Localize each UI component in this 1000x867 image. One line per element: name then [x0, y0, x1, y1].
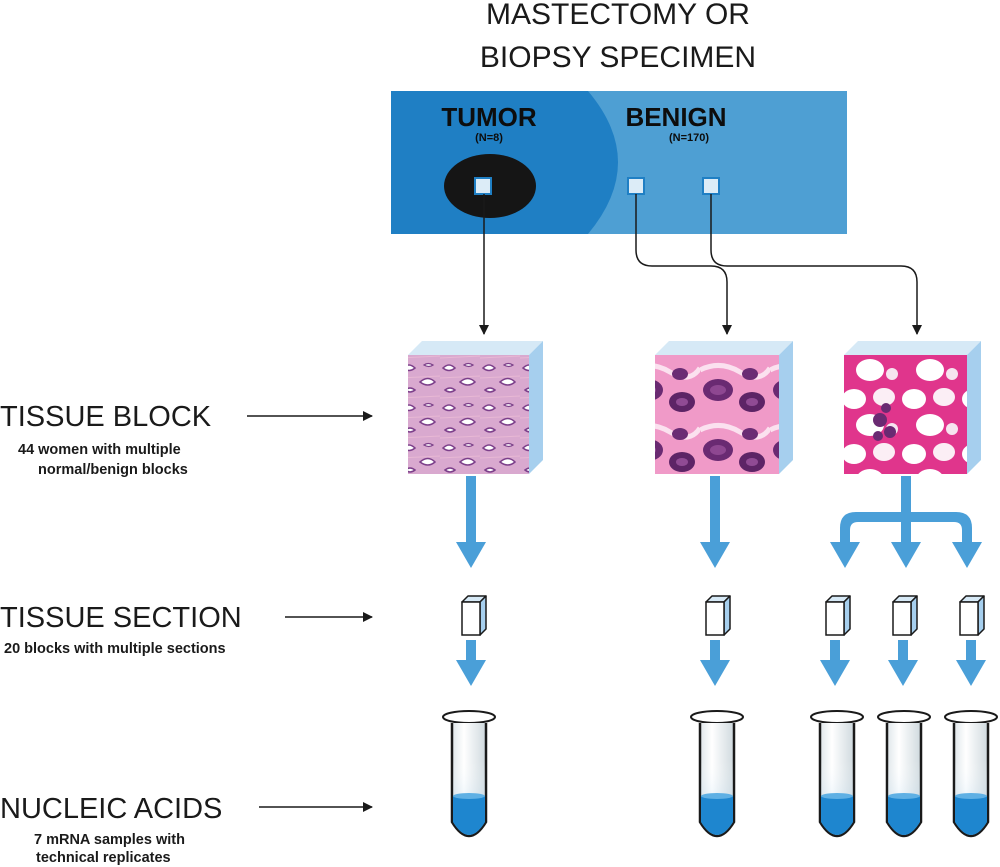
tumor-sample-square	[474, 177, 492, 195]
specimen-title-line2: BIOPSY SPECIMEN	[480, 41, 756, 74]
nucleic-acid-tube-benign-2c	[944, 710, 998, 838]
stage-note-nucleic-acids-2: technical replicates	[36, 850, 171, 866]
stage-note-nucleic-acids-1: 7 mRNA samples with	[34, 832, 185, 848]
tissue-section-benign-1	[705, 595, 731, 636]
flow-arrow-benign2a-section	[820, 640, 850, 686]
benign-group-label: BENIGN	[625, 102, 726, 132]
nucleic-acid-tube-benign-2a	[810, 710, 864, 838]
benign-sample-square-2	[702, 177, 720, 195]
stage-label-nucleic-acids: NUCLEIC ACIDS	[0, 793, 222, 825]
tissue-section-benign-2c	[959, 595, 985, 636]
stage-note-tissue-section: 20 blocks with multiple sections	[4, 641, 226, 657]
tumor-group-count: (N=8)	[475, 132, 503, 144]
tissue-block-benign-1	[655, 341, 793, 474]
nucleic-acid-tube-benign-2b	[877, 710, 931, 838]
flow-arrow-benign1-section	[700, 640, 730, 686]
flow-arrow-benign2-split	[830, 476, 982, 568]
flow-arrow-tumor-section	[456, 640, 486, 686]
flow-arrow-benign2c-section	[956, 640, 986, 686]
flow-arrow-tumor-block	[456, 476, 486, 568]
benign-block1-connector	[635, 194, 732, 335]
stage-label-tissue-section: TISSUE SECTION	[0, 602, 242, 634]
nucleic-acid-tube-tumor	[442, 710, 496, 838]
stage-note-tissue-block-1: 44 women with multiple	[18, 442, 181, 458]
tissue-section-tumor	[461, 595, 487, 636]
benign-block2-connector	[710, 194, 922, 335]
stage-label-tissue-block: TISSUE BLOCK	[0, 401, 212, 433]
tumor-group-label: TUMOR	[441, 102, 537, 132]
benign-sample-square-1	[627, 177, 645, 195]
stage-note-tissue-block-2: normal/benign blocks	[38, 462, 188, 478]
benign-group-count: (N=170)	[669, 132, 709, 144]
tissue-block-tumor	[408, 341, 543, 474]
tissue-section-benign-2b	[892, 595, 918, 636]
tissue-section-benign-2a	[825, 595, 851, 636]
specimen-title-line1: MASTECTOMY OR	[486, 0, 750, 31]
nucleic-acid-tube-benign-1	[690, 710, 744, 838]
tissue-block-benign-2	[844, 341, 981, 474]
flow-arrow-benign2b-section	[888, 640, 918, 686]
flow-arrow-benign1-block	[700, 476, 730, 568]
